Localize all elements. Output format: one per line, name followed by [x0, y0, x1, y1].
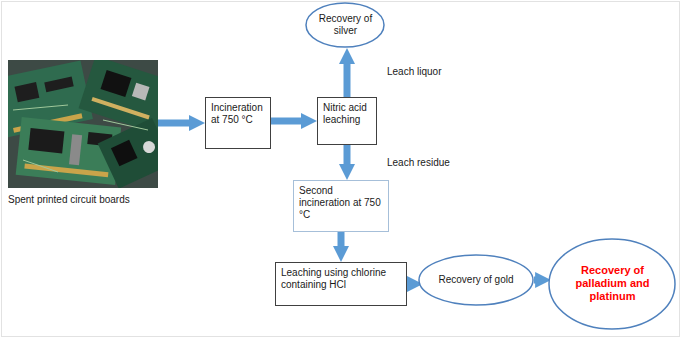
capacitor [141, 139, 157, 155]
gold-contacts [24, 164, 108, 178]
flow-arrow [344, 145, 351, 170]
chip [101, 70, 132, 97]
process-box: Nitric acid leaching [317, 97, 377, 145]
photo-caption: Spent printed circuit boards [8, 194, 158, 206]
board [98, 118, 158, 188]
chip [28, 128, 64, 153]
trace [91, 97, 149, 119]
ellipse-shape [306, 3, 384, 47]
flow-arrow [271, 118, 307, 125]
chip [14, 82, 39, 102]
result-ellipse: Recovery of gold [418, 254, 534, 306]
photo-node: Spent printed circuit boards [8, 60, 158, 206]
flow-arrow [407, 281, 413, 288]
circuit-board-photo [8, 60, 158, 188]
flow-arrow [344, 58, 351, 97]
node-label: Recovery of silver [316, 13, 375, 37]
chip [111, 140, 138, 167]
chip [44, 77, 73, 93]
process-box: Second incineration at 750 °C [293, 180, 389, 232]
edge-label: Leach residue [385, 157, 452, 169]
process-box: Incineration at 750 °C [205, 97, 271, 149]
process-box: Leaching using chlorine containing HCl [275, 262, 407, 306]
node-label: Recovery of gold [433, 274, 519, 286]
text-wrap: Recovery of palladium and platinum [565, 264, 660, 304]
flow-arrow [158, 120, 195, 127]
flow-arrow [338, 232, 345, 252]
result-ellipse: Recovery of palladium and platinum [548, 238, 676, 330]
text-wrap: Second incineration at 750 °C [299, 185, 383, 221]
text-wrap: Leaching using chlorine containing HCl [281, 267, 401, 291]
component [69, 134, 82, 165]
node-label: Incineration at 750 °C [211, 102, 265, 126]
ellipse-shape [549, 239, 675, 329]
text-wrap: Nitric acid leaching [323, 102, 371, 126]
node-label: Nitric acid leaching [323, 102, 371, 126]
traces [13, 105, 148, 172]
component [132, 83, 150, 101]
node-label: Second incineration at 750 °C [299, 185, 383, 221]
text-wrap: Incineration at 750 °C [211, 102, 265, 126]
edge-label: Leach liquor [385, 66, 443, 78]
flow-arrow [534, 277, 541, 284]
node-label: Leaching using chlorine containing HCl [281, 267, 401, 291]
text-wrap: Spent printed circuit boards [8, 194, 158, 206]
text-wrap: Recovery of silver [316, 13, 375, 37]
text-wrap: Recovery of gold [433, 274, 519, 286]
ellipse-shape [419, 255, 533, 305]
result-ellipse: Recovery of silver [305, 2, 385, 48]
node-label: Recovery of palladium and platinum [565, 264, 660, 304]
